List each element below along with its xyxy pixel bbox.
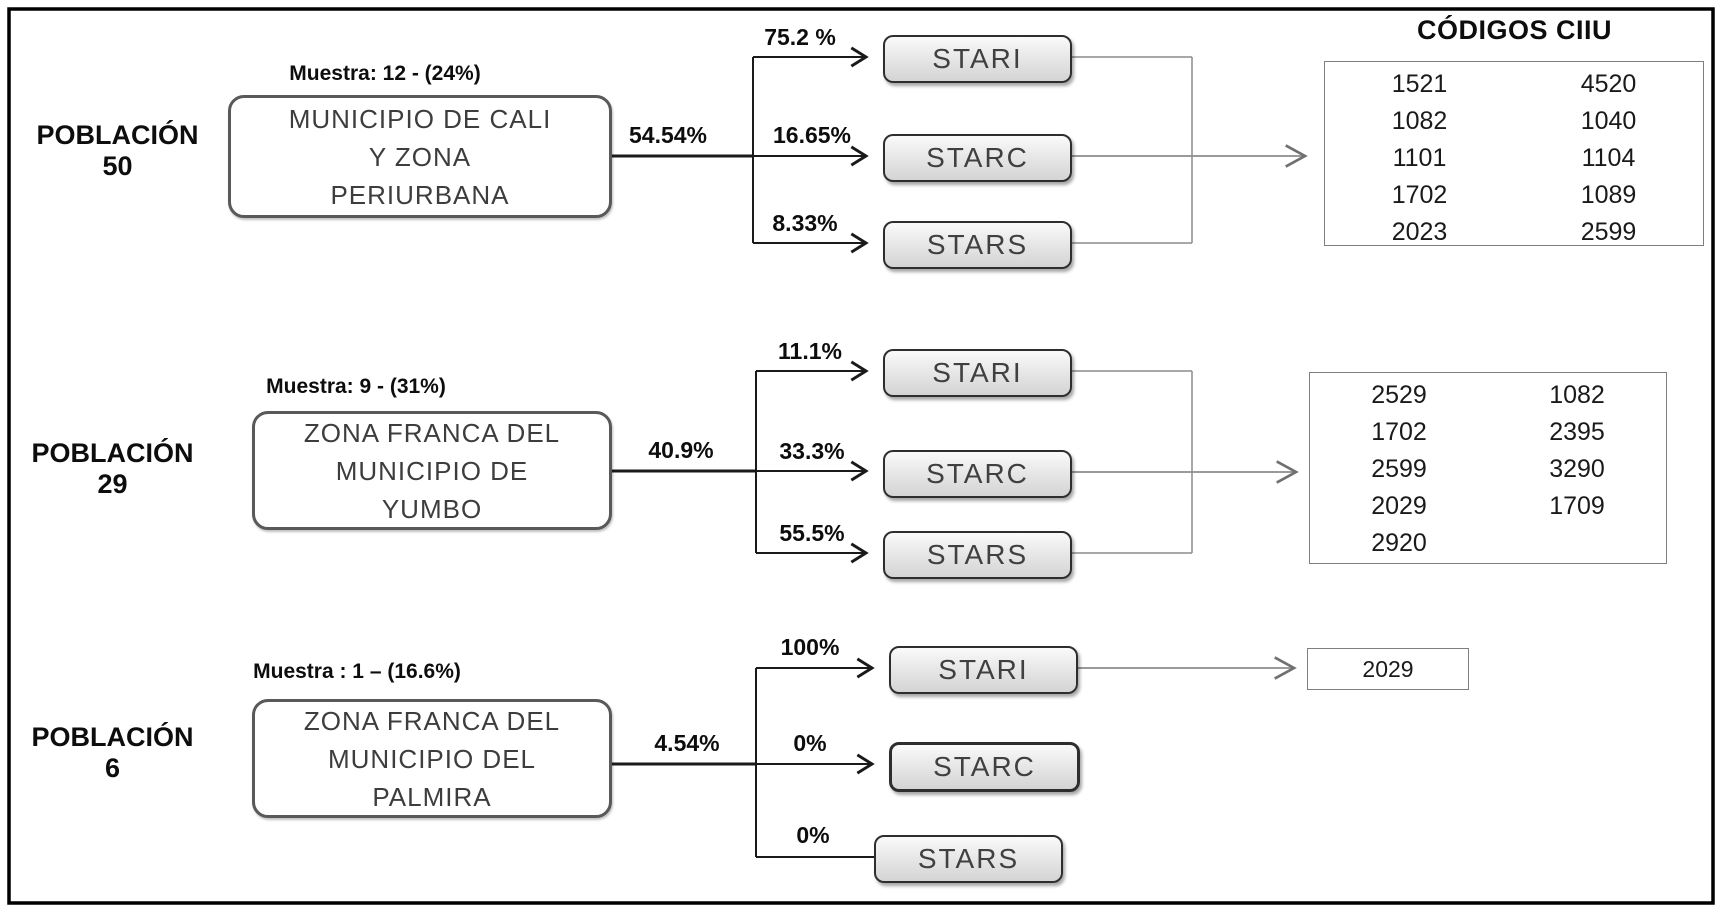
ciiu-code: 2920 (1371, 529, 1427, 557)
branch-percentage: 55.5% (779, 520, 845, 546)
codes-table-1: 1521 1082 1101 1702 2023 4520 1040 1104 … (1324, 61, 1704, 246)
star-label: STARI (932, 357, 1023, 388)
star-label: STARS (917, 843, 1020, 874)
codes-column-left: 2529 1702 2599 2029 2920 (1310, 373, 1488, 563)
ciiu-code: 1702 (1371, 418, 1427, 446)
zone-box-line: PALMIRA (372, 781, 492, 812)
population-number: 6 (104, 753, 121, 783)
ciiu-code: 1101 (1392, 144, 1447, 172)
zone-box-line: YUMBO (381, 493, 483, 524)
star-box-stari-1: STARI (883, 35, 1072, 83)
ciiu-code: 2529 (1371, 381, 1427, 409)
star-label: STARC (933, 751, 1036, 782)
star-box-starc-2: STARC (883, 450, 1072, 498)
main-percentage-2: 40.9% (648, 437, 714, 463)
zone-box-2: ZONA FRANCA DEL MUNICIPIO DE YUMBO (252, 411, 612, 530)
zone-box-line: PERIURBANA (330, 179, 510, 210)
main-percentage-3: 4.54% (654, 730, 720, 756)
codes-column-left: 1521 1082 1101 1702 2023 (1325, 62, 1514, 246)
codes-column-right: 4520 1040 1104 1089 2599 (1514, 62, 1703, 246)
branch-percentage: 0% (796, 822, 830, 848)
zone-box-line: ZONA FRANCA DEL (303, 705, 561, 736)
star-box-stars-3: STARS (874, 835, 1063, 883)
ciiu-code: 2023 (1391, 218, 1448, 246)
ciiu-code: 1089 (1580, 181, 1637, 209)
ciiu-code: 1521 (1391, 70, 1448, 98)
population-word: POBLACIÓN (31, 438, 194, 468)
codes-table-2: 2529 1702 2599 2029 2920 1082 2395 3290 … (1309, 372, 1667, 564)
codes-column-right: 1082 2395 3290 1709 (1488, 373, 1666, 563)
star-label: STARC (926, 458, 1029, 489)
star-label: STARI (938, 654, 1029, 685)
population-word: POBLACIÓN (31, 722, 194, 752)
population-number: 29 (97, 469, 128, 499)
population-label-2: POBLACIÓN 29 (25, 438, 200, 500)
star-box-stari-3: STARI (889, 646, 1078, 694)
ciiu-code: 1082 (1391, 107, 1448, 135)
sample-label-1: Muestra: 12 - (24%) (289, 62, 481, 85)
ciiu-code: 1040 (1580, 107, 1637, 135)
zone-box-line: MUNICIPIO DE (335, 455, 529, 486)
population-label-3: POBLACIÓN 6 (25, 722, 200, 784)
ciiu-code: 2029 (1362, 655, 1414, 682)
zone-box-line: MUNICIPIO DE CALI (288, 103, 552, 134)
ciiu-code: 2395 (1549, 418, 1605, 446)
zone-box-1: MUNICIPIO DE CALI Y ZONA PERIURBANA (228, 95, 612, 218)
ciiu-code: 2029 (1371, 492, 1427, 520)
star-box-starc-3: STARC (889, 742, 1080, 792)
star-box-starc-1: STARC (883, 134, 1072, 182)
star-label: STARC (926, 142, 1029, 173)
ciiu-code: 3290 (1549, 455, 1605, 483)
zone-box-3: ZONA FRANCA DEL MUNICIPIO DEL PALMIRA (252, 699, 612, 818)
codes-title: CÓDIGOS CIIU (1416, 15, 1612, 45)
ciiu-code: 2599 (1371, 455, 1427, 483)
star-label: STARS (926, 229, 1029, 260)
code-box-3: 2029 (1307, 648, 1469, 690)
branch-percentage: 8.33% (772, 210, 838, 236)
ciiu-code: 1702 (1391, 181, 1448, 209)
ciiu-code: 1082 (1549, 381, 1605, 409)
ciiu-code: 1709 (1549, 492, 1605, 520)
branch-percentage: 0% (793, 730, 827, 756)
zone-box-line: ZONA FRANCA DEL (303, 417, 561, 448)
population-word: POBLACIÓN (36, 120, 199, 150)
branch-percentage: 100% (780, 634, 840, 660)
population-number: 50 (102, 151, 133, 181)
ciiu-code: 4520 (1580, 70, 1637, 98)
ciiu-code: 1104 (1581, 144, 1636, 172)
ciiu-code: 2599 (1580, 218, 1637, 246)
zone-box-line: Y ZONA (368, 141, 472, 172)
branch-percentage: 16.65% (772, 122, 851, 148)
branch-percentage: 11.1% (778, 338, 842, 364)
star-box-stari-2: STARI (883, 349, 1072, 397)
star-label: STARI (932, 43, 1023, 74)
star-label: STARS (926, 539, 1029, 570)
outer-border (7, 7, 1715, 905)
sample-label-2: Muestra: 9 - (31%) (266, 375, 446, 398)
zone-box-line: MUNICIPIO DEL (327, 743, 537, 774)
population-label-1: POBLACIÓN 50 (30, 120, 205, 182)
star-box-stars-2: STARS (883, 531, 1072, 579)
branch-percentage: 33.3% (779, 438, 845, 464)
branch-percentage: 75.2 % (764, 24, 836, 50)
star-box-stars-1: STARS (883, 221, 1072, 269)
main-percentage-1: 54.54% (628, 122, 707, 148)
sample-label-3: Muestra : 1 – (16.6%) (253, 660, 461, 683)
